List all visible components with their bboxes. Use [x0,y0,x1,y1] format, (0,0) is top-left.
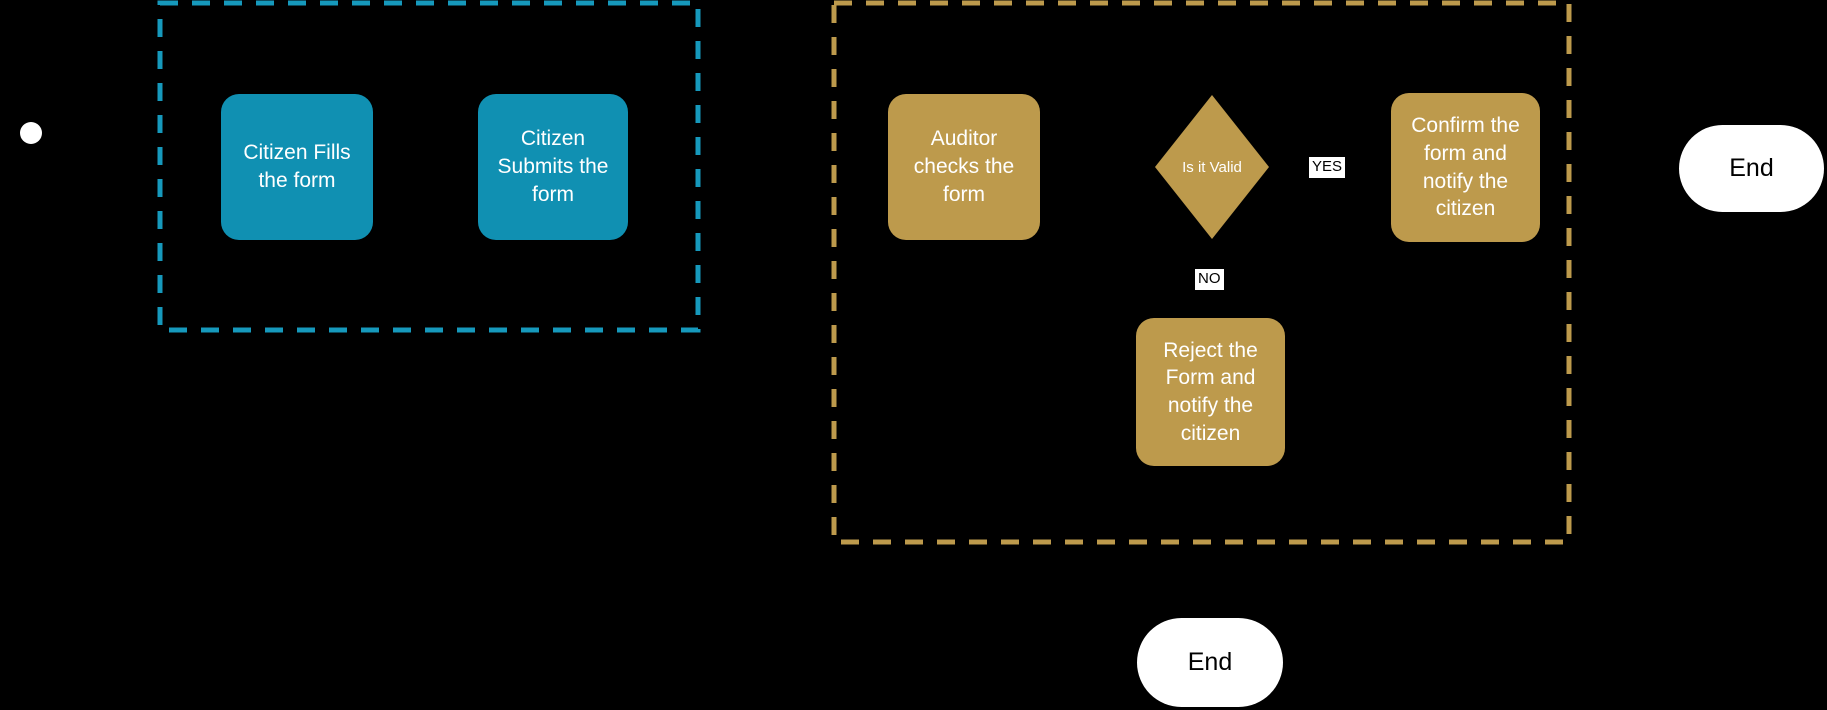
task-confirm-form-notify-citizen-label: Confirm the form and notify the citizen [1411,114,1520,221]
task-citizen-submits-form-label: Citizen Submits the form [497,127,609,206]
end-node-main[interactable]: End [1679,125,1824,212]
edge-label-yes[interactable]: YES [1309,157,1346,178]
auditor-lane[interactable] [831,0,1572,545]
task-citizen-fills-form-label: Citizen Fills the form [243,141,351,192]
task-reject-form-notify-citizen[interactable]: Reject the Form and notify the citizen [1136,318,1285,466]
start-event-node[interactable] [20,122,42,144]
edge-label-no[interactable]: NO [1195,269,1224,290]
edge-label-no-text: NO [1198,270,1221,287]
edge-label-yes-text: YES [1312,158,1343,175]
task-auditor-checks-form[interactable]: Auditor checks the form [888,94,1040,240]
task-citizen-submits-form[interactable]: Citizen Submits the form [478,94,628,240]
task-reject-form-notify-citizen-label: Reject the Form and notify the citizen [1163,338,1258,445]
task-auditor-checks-form-label: Auditor checks the form [913,127,1015,206]
decision-is-it-valid-label: Is it Valid [1182,158,1242,176]
end-node-reject-label: End [1187,648,1233,676]
end-node-reject[interactable]: End [1137,618,1283,707]
task-citizen-fills-form[interactable]: Citizen Fills the form [221,94,373,240]
task-confirm-form-notify-citizen[interactable]: Confirm the form and notify the citizen [1391,93,1540,242]
end-node-main-label: End [1729,154,1774,182]
citizen-lane[interactable] [157,0,701,333]
